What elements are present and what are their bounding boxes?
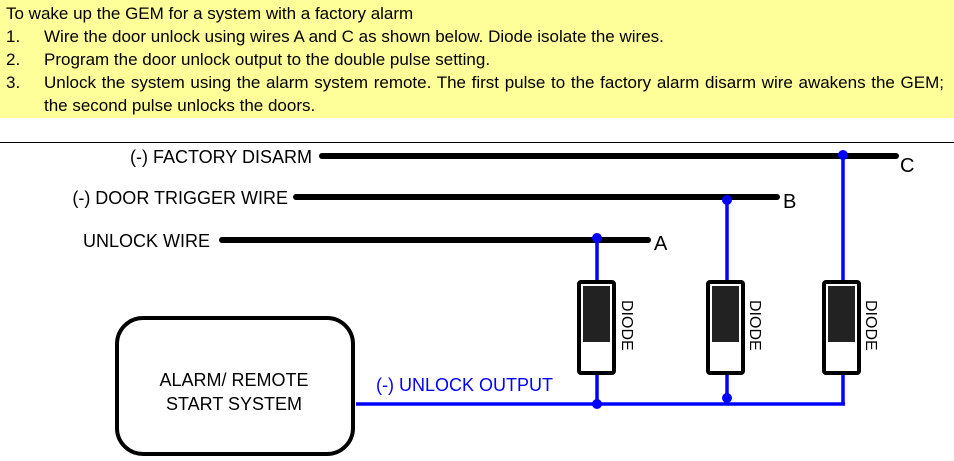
box-label-line2: START SYSTEM bbox=[166, 394, 302, 414]
junction-dot-c bbox=[838, 150, 848, 160]
step-number: 3. bbox=[6, 73, 21, 92]
junction-dot-a bbox=[592, 233, 602, 243]
step-text: Unlock the system using the alarm system… bbox=[44, 73, 944, 115]
box-label-line1: ALARM/ REMOTE bbox=[159, 370, 308, 390]
step-number: 2. bbox=[6, 50, 21, 69]
step-number: 1. bbox=[6, 27, 21, 46]
diode-label-b: DIODE bbox=[746, 300, 763, 351]
wire-label-unlock: UNLOCK WIRE bbox=[83, 231, 210, 251]
instruction-note: To wake up the GEM for a system with a f… bbox=[0, 0, 954, 118]
diode-label-c: DIODE bbox=[862, 300, 879, 351]
wire-letter-b: B bbox=[783, 191, 796, 213]
diode-c bbox=[822, 280, 861, 375]
wire-letter-c: C bbox=[900, 155, 914, 177]
junction-dot-b bbox=[722, 195, 732, 205]
step-text: Wire the door unlock using wires A and C… bbox=[44, 27, 664, 46]
note-title: To wake up the GEM for a system with a f… bbox=[6, 4, 414, 23]
note-step-1: 1. Wire the door unlock using wires A an… bbox=[6, 25, 944, 48]
wire-letter-a: A bbox=[654, 233, 668, 255]
alarm-remote-start-box bbox=[115, 316, 355, 456]
diode-label-a: DIODE bbox=[618, 300, 635, 351]
wire-label-door-trigger: (-) DOOR TRIGGER WIRE bbox=[72, 188, 288, 208]
note-step-2: 2. Program the door unlock output to the… bbox=[6, 48, 944, 71]
junction-dot-output bbox=[592, 399, 602, 409]
junction-dot-output bbox=[722, 393, 732, 403]
diode-b bbox=[706, 280, 745, 375]
unlock-output-label: (-) UNLOCK OUTPUT bbox=[376, 375, 553, 395]
wire-label-factory-disarm: (-) FACTORY DISARM bbox=[130, 147, 312, 167]
section-divider bbox=[0, 142, 954, 143]
diode-a bbox=[577, 280, 616, 375]
note-step-3: 3. Unlock the system using the alarm sys… bbox=[6, 71, 944, 117]
step-text: Program the door unlock output to the do… bbox=[44, 50, 491, 69]
